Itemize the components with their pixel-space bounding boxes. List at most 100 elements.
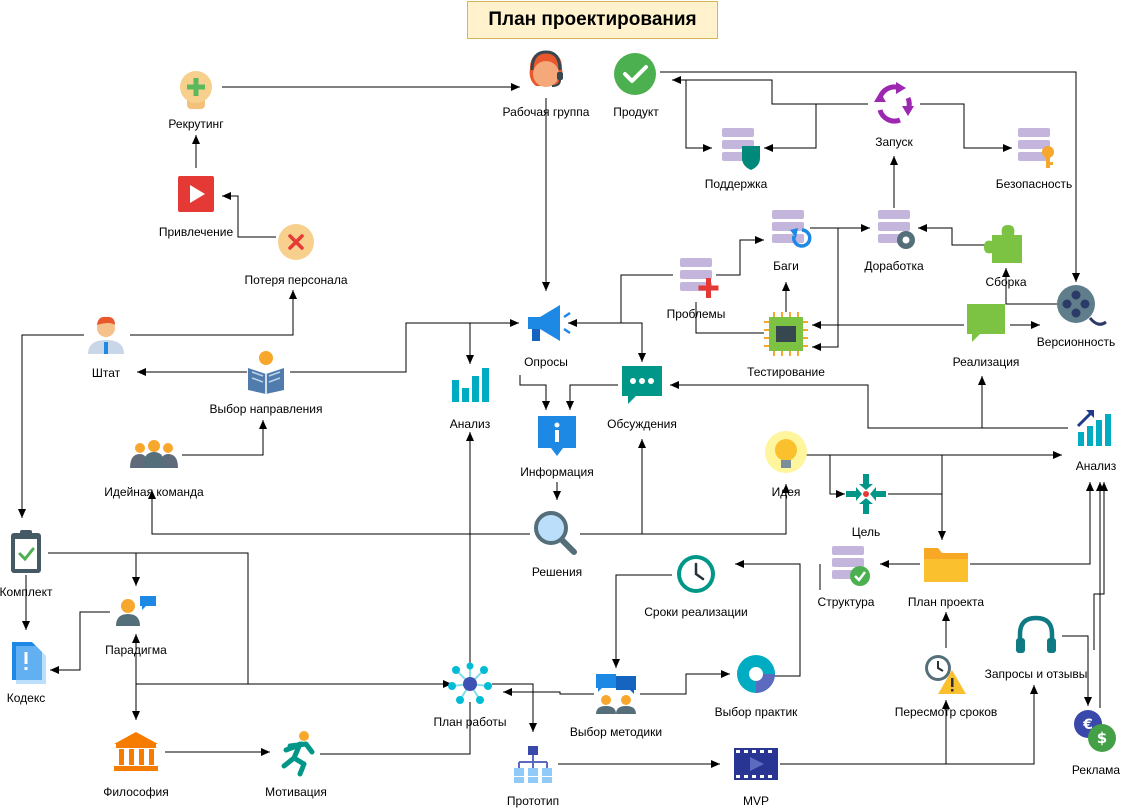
support-agent-icon [529, 50, 563, 87]
edge-versionnost-sborka [1002, 268, 1058, 305]
label-struktura: Структура [818, 595, 875, 609]
cycle-refresh-icon [874, 82, 914, 124]
edge-testirovanie-problemy [695, 302, 764, 334]
headphones-icon [1016, 615, 1056, 653]
edge-mvp-zaprosy [946, 685, 1038, 765]
label-ideinaya-komanda: Идейная команда [104, 485, 204, 499]
team-chat-icon [596, 674, 636, 714]
reader-book-icon [248, 351, 284, 394]
label-kodeks: Кодекс [7, 691, 45, 705]
label-motivaciya: Мотивация [265, 785, 327, 799]
label-produkt: Продукт [613, 105, 659, 119]
edge-problemy-oprosy [568, 274, 673, 327]
edge-komplekt-paradigma [48, 552, 140, 586]
edge-poterya-privlechenie [222, 192, 276, 238]
edge-dorabotka-testirovanie [812, 227, 856, 351]
edge-komplekt-plan-raboty [48, 552, 249, 684]
edge-resheniya-komanda [148, 490, 530, 535]
label-zaprosy-otzyvy: Запросы и отзывы [985, 667, 1088, 681]
label-rekruting: Рекрутинг [168, 117, 224, 131]
database-gear-icon [878, 210, 915, 249]
label-shtat: Штат [92, 366, 121, 380]
edge-zaprosy-analiz [1093, 482, 1108, 650]
label-bagi: Баги [773, 259, 799, 273]
chat-bubble-icon [967, 304, 1005, 342]
edge-metodiki-praktik [640, 670, 730, 695]
database-shield-icon [722, 128, 760, 170]
pie-disc-icon [737, 655, 775, 693]
label-bezopasnost: Безопасность [996, 177, 1073, 191]
label-vybor-metodiki: Выбор методики [570, 725, 662, 739]
label-ideya: Идея [772, 485, 801, 499]
hierarchy-structure-icon [514, 746, 552, 783]
label-sroki-realizacii: Сроки реализации [644, 605, 747, 619]
diagram-title: План проектирования [467, 1, 718, 39]
label-oprosy: Опросы [524, 355, 568, 369]
label-dorabotka: Доработка [864, 259, 924, 273]
node-labels: Рекрутинг Привлечение Потеря персонала Ш… [0, 105, 1120, 808]
edge-shtat-komplekt [18, 334, 84, 518]
film-reel-icon [1057, 285, 1107, 326]
label-testirovanie: Тестирование [747, 365, 825, 379]
message-dots-icon [622, 366, 662, 404]
magnifier-search-icon [534, 511, 577, 555]
label-vybor-praktik: Выбор практик [715, 705, 799, 719]
edge-oprosy-obsuzhdeniya [621, 322, 646, 362]
label-vybor-napravleniya: Выбор направления [210, 402, 323, 416]
label-peresmotr-srokov: Пересмотр сроков [895, 705, 998, 719]
discussion-person-icon [116, 596, 156, 626]
lightbulb-idea-icon [765, 431, 807, 473]
label-filosofiya: Философия [103, 785, 169, 799]
document-warning-icon [12, 642, 46, 684]
label-analiz-right: Анализ [1076, 459, 1117, 473]
folder-icon [924, 548, 968, 582]
edge-shtat-poterya [130, 290, 297, 336]
recruit-person-icon [180, 71, 212, 109]
svg-text:€: € [1082, 717, 1093, 733]
database-refresh-icon [772, 210, 812, 248]
edge-plan-proekta-analiz [970, 482, 1094, 565]
bar-chart-icon [452, 368, 489, 402]
database-check-icon [832, 546, 870, 586]
edge-zapusk-produkt [672, 76, 868, 105]
clipboard-check-icon [11, 530, 41, 573]
edge-zapusk-podderzhka [764, 103, 868, 152]
label-plan-raboty: План работы [433, 715, 506, 729]
video-play-icon [178, 176, 214, 212]
film-strip-icon [734, 748, 778, 780]
label-komplekt: Комплект [0, 585, 53, 599]
clock-warning-icon [925, 655, 966, 694]
puzzle-piece-icon [984, 225, 1022, 263]
edge-ideya-cel [806, 454, 845, 498]
edge-produkt-podderzhka [685, 80, 712, 152]
label-analiz-left: Анализ [450, 417, 491, 431]
edge-vybor-oprosy [290, 319, 519, 373]
connectors [18, 71, 1108, 768]
growth-chart-icon [1076, 410, 1111, 446]
edge-resheniya-ideya [580, 484, 790, 535]
clock-icon [677, 555, 715, 593]
edge-sborka-dorabotka [918, 224, 986, 246]
edge-analiz-obsuzhdeniya [670, 381, 1068, 429]
label-cel: Цель [852, 525, 880, 539]
edge-paradigma-kodeks [50, 611, 110, 674]
label-prototip: Прототип [507, 794, 559, 808]
institution-building-icon [114, 732, 158, 771]
label-privlechenie: Привлечение [159, 225, 234, 239]
label-podderzhka: Поддержка [705, 177, 768, 191]
label-obsuzhdeniya: Обсуждения [607, 417, 677, 431]
product-check-icon [614, 53, 656, 95]
label-rabochaya-gruppa: Рабочая группа [503, 105, 590, 119]
remove-person-icon [278, 224, 314, 260]
edge-komanda-vybor [182, 420, 267, 456]
label-informaciya: Информация [520, 465, 593, 479]
target-focus-icon [846, 474, 886, 514]
edge-motivaciya-plan-raboty [320, 702, 471, 755]
edge-metodiki-plan-raboty [503, 688, 594, 696]
label-realizaciya: Реализация [953, 355, 1020, 369]
info-bubble-icon [538, 416, 576, 456]
label-mvp: MVP [743, 794, 769, 808]
database-add-icon [680, 258, 719, 298]
running-person-icon [281, 731, 315, 777]
